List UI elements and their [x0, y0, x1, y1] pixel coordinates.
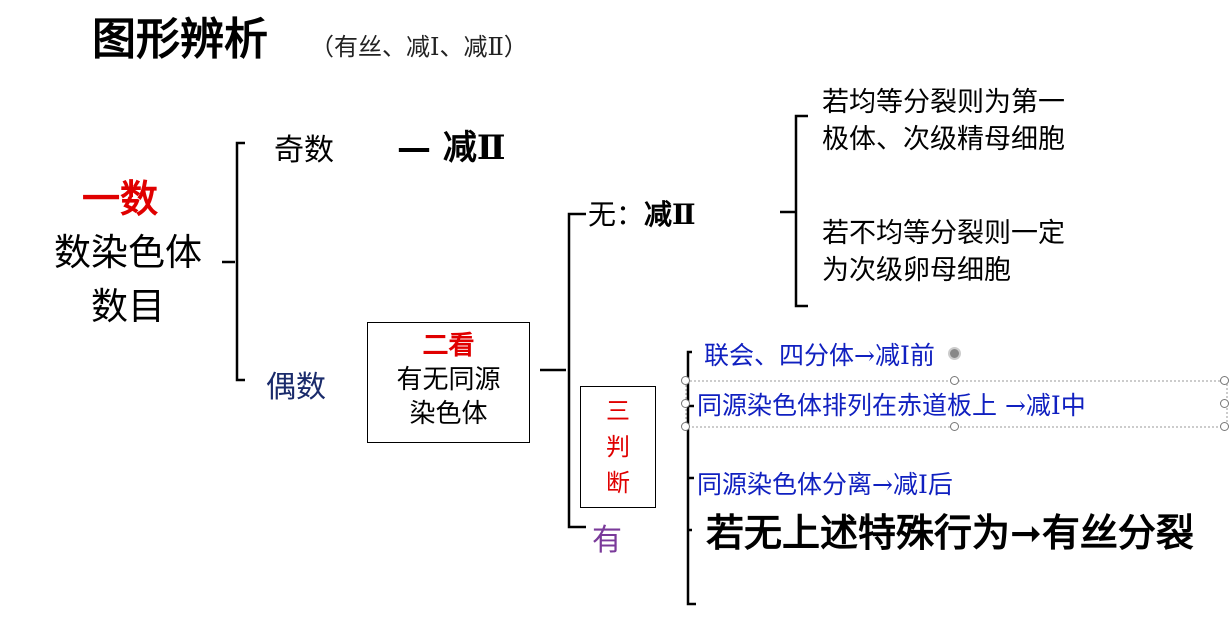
stage-prophase-one: 联会、四分体→减Ⅰ前 — [704, 341, 935, 370]
resize-handle-br[interactable] — [1220, 422, 1229, 431]
bracket-notes — [780, 114, 808, 308]
page-subtitle: （有丝、减Ⅰ、减Ⅱ） — [310, 33, 528, 61]
bracket-root — [222, 141, 245, 382]
resize-handle-ml[interactable] — [681, 399, 690, 408]
rotate-handle[interactable] — [948, 347, 961, 360]
odd-branch-result: — 减Ⅱ — [397, 128, 506, 168]
has-homologs-label: 有 — [592, 523, 622, 558]
resize-handle-bl[interactable] — [681, 422, 690, 431]
no-homologs-node: 无：减Ⅱ — [588, 193, 696, 233]
page-title: 图形辨析 — [92, 14, 268, 65]
odd-branch-label: 奇数 — [274, 133, 334, 168]
bracket-stages — [686, 350, 696, 606]
no-homologs-label: 无： — [588, 198, 645, 231]
mitosis-conclusion: 若无上述特殊行为➞有丝分裂 — [706, 511, 1194, 555]
step-one-label: 一数 — [82, 177, 159, 221]
note-unequal-division: 若不均等分裂则一定为次级卵母细胞 — [822, 218, 1065, 286]
even-branch-label: 偶数 — [266, 370, 326, 405]
resize-handle-tr[interactable] — [1220, 376, 1229, 385]
resize-handle-bm[interactable] — [950, 422, 959, 431]
second-look-box: 二看 有无同源染色体 — [367, 322, 530, 443]
note-equal-division: 若均等分裂则为第一极体、次级精母细胞 — [822, 87, 1065, 155]
resize-handle-tm[interactable] — [950, 376, 959, 385]
resize-handle-mr[interactable] — [1220, 399, 1229, 408]
third-judge-box: 三判断 — [580, 386, 656, 508]
stage-anaphase-one: 同源染色体分离→减Ⅰ后 — [697, 470, 953, 499]
stage-metaphase-one[interactable]: 同源染色体排列在赤道板上 →减Ⅰ中 — [697, 391, 1086, 420]
resize-handle-tl[interactable] — [681, 376, 690, 385]
second-look-text: 有无同源染色体 — [396, 365, 501, 429]
third-judge-text: 三判断 — [606, 397, 630, 497]
no-homologs-result: 减Ⅱ — [644, 198, 696, 231]
root-node-label: 数染色体数目 — [54, 231, 202, 328]
bracket-second-look — [540, 212, 586, 529]
second-look-heading: 二看 — [422, 331, 475, 361]
